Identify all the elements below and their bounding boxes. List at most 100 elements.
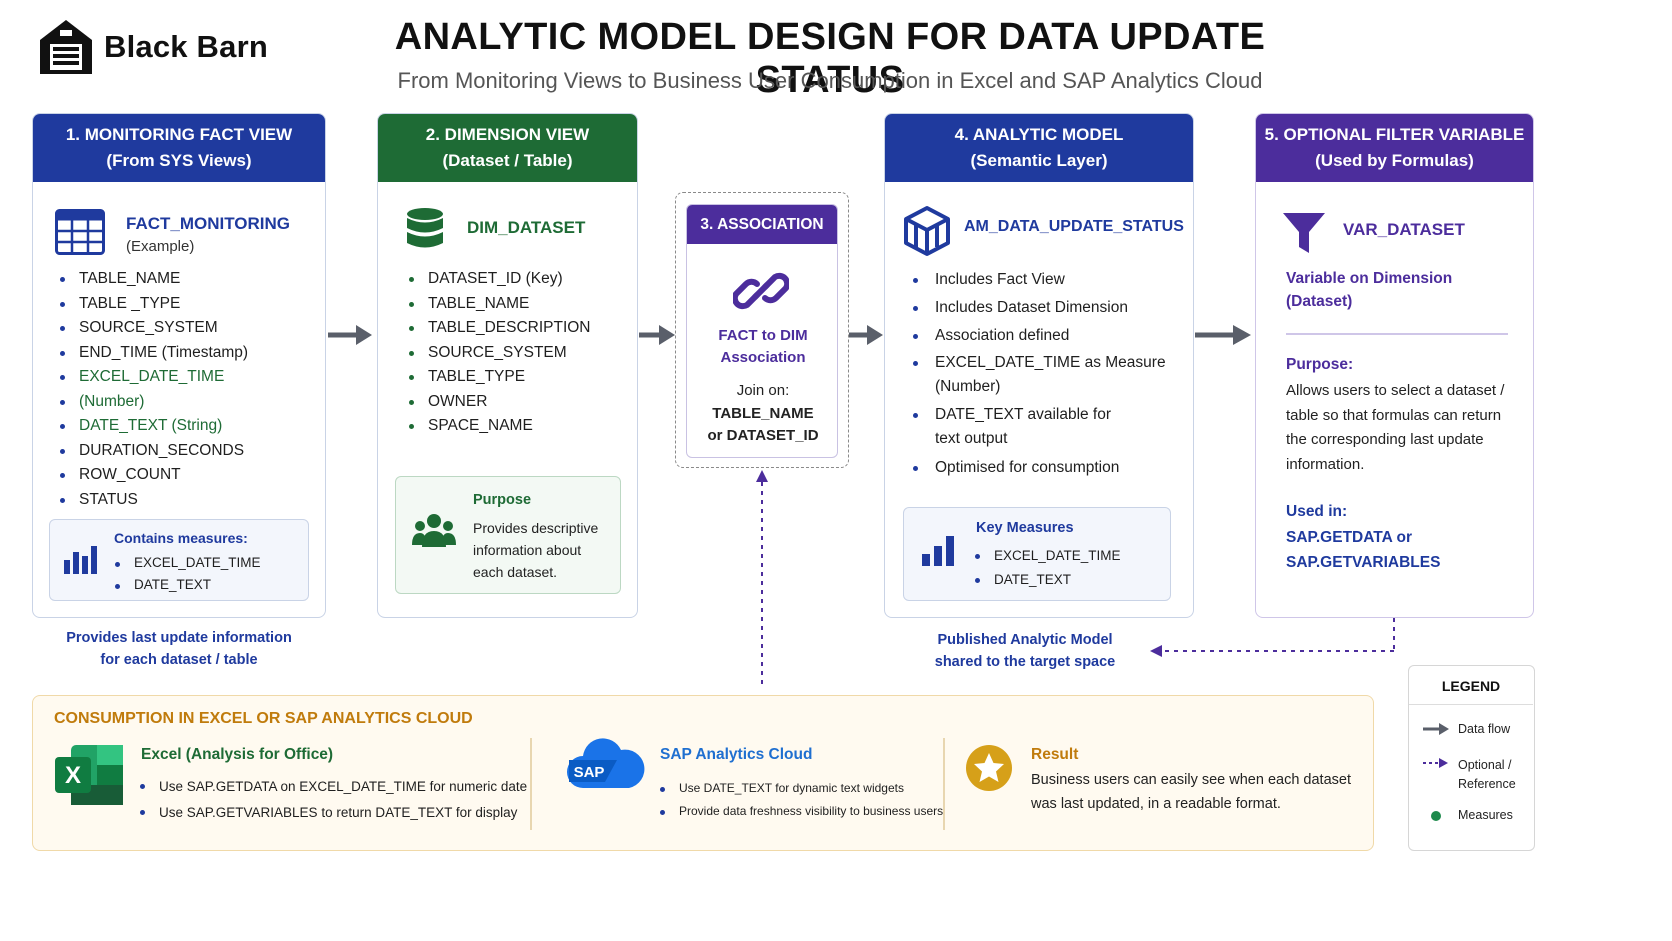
fact-view-header-line2: (From SYS Views): [106, 151, 252, 170]
fact-field: END_TIME (Timestamp): [53, 341, 323, 366]
filter-variable-header: 5. OPTIONAL FILTER VARIABLE (Used by For…: [1256, 114, 1533, 182]
association-title-line2: Association: [720, 349, 806, 366]
data-flow-arrow: [639, 325, 675, 345]
dimension-header-line1: 2. DIMENSION VIEW: [425, 125, 590, 144]
dim-field: OWNER: [402, 390, 632, 415]
brand-name: Black Barn: [104, 29, 268, 64]
fact-measures-list: EXCEL_DATE_TIME DATE_TEXT: [108, 552, 298, 596]
dim-field: TABLE_TYPE: [402, 365, 632, 390]
am-feature-text: EXCEL_DATE_TIME as Measure: [935, 354, 1166, 371]
table-grid-icon: [55, 209, 105, 260]
bar-chart-icon: [920, 534, 956, 573]
legend-data-flow-label: Data flow: [1458, 722, 1511, 736]
association-join-label: Join on:: [736, 382, 790, 399]
fact-field-list: TABLE_NAME TABLE _TYPE SOURCE_SYSTEM END…: [53, 267, 323, 512]
sac-usage-item: Use DATE_TEXT for dynamic text widgets: [653, 777, 953, 800]
dim-purpose-line: each dataset.: [473, 564, 558, 580]
data-flow-arrow: [1195, 325, 1251, 345]
result-line: Business users can easily see when each …: [1031, 772, 1351, 788]
consumption-panel: CONSUMPTION IN EXCEL OR SAP ANALYTICS CL…: [32, 695, 1374, 851]
barn-icon: [40, 20, 92, 74]
excel-icon-letter: X: [65, 762, 81, 789]
fact-view-caption: Provides last update information for eac…: [32, 627, 326, 671]
association-title: FACT to DIM Association: [687, 325, 837, 369]
result-text: Business users can easily see when each …: [1031, 769, 1351, 816]
fact-caption-line1: Provides last update information: [66, 630, 292, 646]
analytic-model-header: 4. ANALYTIC MODEL (Semantic Layer): [885, 114, 1193, 182]
page-subtitle: From Monitoring Views to Business User C…: [397, 68, 1263, 93]
excel-usage-item: Use SAP.GETDATA on EXCEL_DATE_TIME for n…: [133, 774, 533, 800]
excel-icon: X: [53, 743, 125, 812]
fact-field: DURATION_SECONDS: [53, 439, 323, 464]
fact-field: STATUS: [53, 488, 323, 513]
data-flow-arrow: [328, 325, 372, 345]
dim-purpose-title: Purpose: [473, 492, 532, 508]
association-header: 3. ASSOCIATION: [687, 205, 837, 244]
result-line: was last updated, in a readable format.: [1031, 795, 1281, 812]
am-caption-line2: shared to the target space: [934, 654, 1116, 670]
am-feature-text: Optimised for consumption: [935, 459, 1120, 476]
fact-view-header: 1. MONITORING FACT VIEW (From SYS Views): [33, 114, 325, 182]
fact-caption-line2: for each dataset / table: [100, 652, 258, 668]
data-flow-arrow: [849, 325, 883, 345]
am-feature-text: Includes Fact View: [935, 271, 1065, 288]
var-purpose-line: information.: [1286, 455, 1365, 473]
analytic-model-caption: Published Analytic Model shared to the t…: [884, 629, 1166, 673]
var-used-in-item: SAP.GETDATA or: [1286, 529, 1413, 546]
bullet-dot: [913, 413, 918, 418]
am-feature-item: Association defined: [909, 323, 1189, 349]
var-entity-name: VAR_DATASET: [1343, 220, 1465, 239]
am-caption-line1: Published Analytic Model: [937, 632, 1113, 648]
link-chain-icon: [731, 263, 791, 324]
dimension-view-header: 2. DIMENSION VIEW (Dataset / Table): [378, 114, 637, 182]
bar-chart-icon: [62, 542, 98, 581]
consumption-title: CONSUMPTION IN EXCEL OR SAP ANALYTICS CL…: [54, 710, 473, 727]
divider: [943, 738, 945, 830]
excel-title: Excel (Analysis for Office): [141, 746, 334, 763]
association-dashed-frame: [675, 192, 849, 468]
fact-field-measure: EXCEL_DATE_TIME: [53, 365, 323, 390]
dimension-view-card: 2. DIMENSION VIEW (Dataset / Table) DIM_…: [377, 113, 638, 618]
analytic-model-card: 4. ANALYTIC MODEL (Semantic Layer) AM_DA…: [884, 113, 1194, 618]
var-dimension-line1: Variable on Dimension: [1286, 270, 1453, 287]
brand: Black Barn: [38, 16, 278, 78]
fact-field: SOURCE_SYSTEM: [53, 316, 323, 341]
am-feature-item: Optimised for consumption: [909, 455, 1189, 481]
dim-purpose-line: information about: [473, 542, 582, 558]
am-entity-name: AM_DATA_UPDATE_STATUS: [964, 218, 1184, 235]
am-key-measures-title: Key Measures: [976, 520, 1074, 536]
star-badge-icon: [965, 744, 1013, 797]
fact-view-header-line1: 1. MONITORING FACT VIEW: [65, 125, 293, 144]
page-title: ANALYTIC MODEL DESIGN FOR DATA UPDATE ST…: [394, 16, 1266, 101]
legend-optional-line1: Optional /: [1458, 758, 1512, 772]
legend-dashed-arrow-icon: [1423, 758, 1448, 768]
bullet-dot: [913, 466, 918, 471]
cube-icon: [903, 205, 951, 262]
legend-optional-label: Optional / Reference: [1458, 756, 1516, 794]
fact-entity-note: (Example): [126, 238, 195, 255]
reference-arrow-left: [1150, 618, 1395, 657]
fact-entity-name: FACT_MONITORING: [126, 214, 291, 233]
am-feature-list: Includes Fact View Includes Dataset Dime…: [909, 267, 1189, 481]
bullet-dot: [913, 278, 918, 283]
am-key-measure-item: EXCEL_DATE_TIME: [968, 544, 1168, 568]
excel-usage-item: Use SAP.GETVARIABLES to return DATE_TEXT…: [133, 800, 533, 826]
excel-usage-list: Use SAP.GETDATA on EXCEL_DATE_TIME for n…: [133, 774, 533, 826]
dimension-header-line2: (Dataset / Table): [442, 151, 573, 170]
var-used-in-list: SAP.GETDATA or SAP.GETVARIABLES: [1286, 526, 1440, 575]
fact-field-measure-type: (Number): [53, 390, 323, 415]
divider: [1286, 333, 1508, 335]
legend-measure-dot-icon: [1431, 811, 1441, 821]
am-key-measure-item: DATE_TEXT: [968, 568, 1168, 592]
fact-view-card: 1. MONITORING FACT VIEW (From SYS Views)…: [32, 113, 326, 618]
association-join-key2: or DATASET_ID: [707, 427, 819, 444]
am-feature-text: text output: [935, 430, 1008, 447]
filter-header-line1: 5. OPTIONAL FILTER VARIABLE: [1264, 125, 1525, 144]
am-key-measures-box: Key Measures EXCEL_DATE_TIME DATE_TEXT: [903, 507, 1171, 601]
var-used-in-title: Used in:: [1286, 503, 1348, 520]
am-feature-text: Association defined: [935, 327, 1070, 344]
association-card: 3. ASSOCIATION FACT to DIM Association J…: [686, 204, 838, 458]
fact-measure-item: DATE_TEXT: [108, 574, 298, 596]
sac-title: SAP Analytics Cloud: [660, 746, 813, 763]
fact-field-measure: DATE_TEXT (String): [53, 414, 323, 439]
